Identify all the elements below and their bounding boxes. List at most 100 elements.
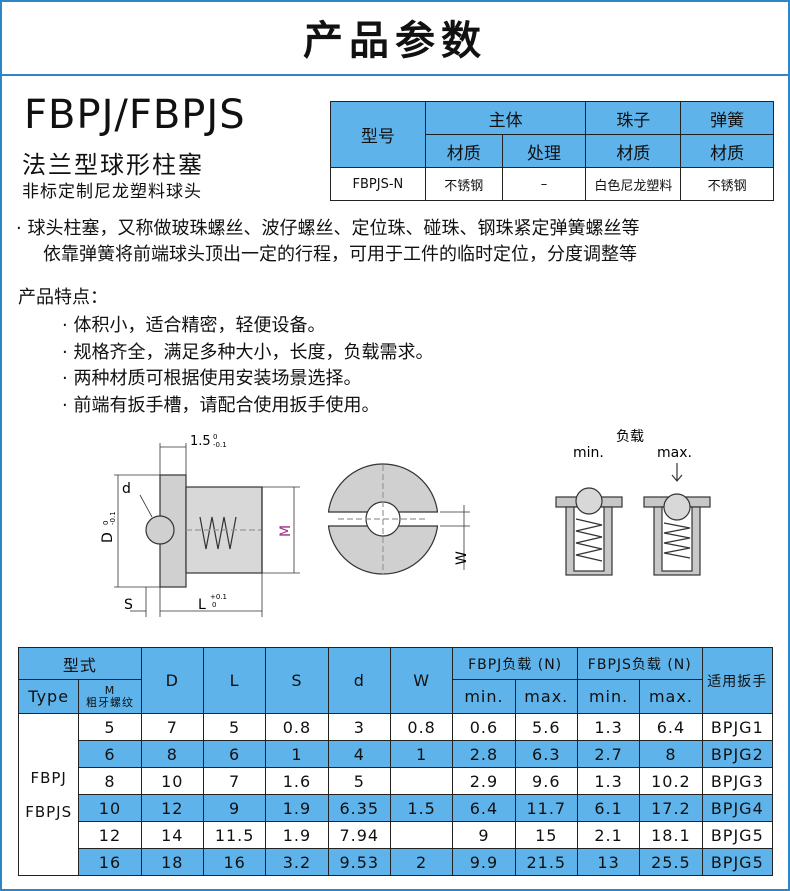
- cell-fbpj-min: 2.8: [452, 740, 516, 768]
- cell-M: 12: [78, 821, 142, 849]
- tol-s-top-upper: 0: [213, 433, 217, 441]
- spec-type-cell: FBPJ FBPJS: [17, 713, 80, 876]
- cell-W: 1.5: [389, 794, 454, 822]
- spec-type-1: FBPJ: [30, 768, 67, 787]
- table-row: 6 8 6 1 4 1 2.8 6.3 2.7 8 BPJG2: [19, 740, 774, 768]
- materials-sub-ball-material: 材质: [585, 134, 682, 168]
- cell-fbpj-min: 9.9: [452, 848, 516, 876]
- spec-header-wrench: 适用扳手: [701, 647, 774, 714]
- cell-L: 9: [202, 794, 267, 822]
- cell-fbpjs-max: 17.2: [639, 794, 703, 822]
- cell-S: 1.6: [265, 767, 329, 795]
- cell-S: 3.2: [265, 848, 329, 876]
- materials-cell-spring: 不锈钢: [680, 167, 774, 201]
- spec-table: 型式 D L S d W FBPJ负载 (N) FBPJS负载 (N) 适用扳手…: [17, 647, 774, 876]
- cell-W: [389, 821, 454, 849]
- description: · 球头柱塞，又称做玻珠螺丝、波仔螺丝、定位珠、碰珠、钢珠紧定弹簧螺丝等 依靠弹…: [16, 216, 786, 268]
- spec-header-d: d: [327, 647, 391, 714]
- load-max-view: [643, 493, 711, 576]
- tol-s-top-lower: -0.1: [213, 441, 227, 449]
- description-line-1: · 球头柱塞，又称做玻珠螺丝、波仔螺丝、定位珠、碰珠、钢珠紧定弹簧螺丝等: [16, 218, 640, 239]
- materials-header-main: 主体: [424, 101, 587, 135]
- cell-wrench: BPJG5: [701, 848, 774, 876]
- cell-d: 7.94: [327, 821, 391, 849]
- cell-W: 1: [389, 740, 454, 768]
- feature-item: · 前端有扳手槽，请配合使用扳手使用。: [62, 394, 380, 416]
- cell-d: 9.53: [327, 848, 391, 876]
- load-label: 负载: [616, 429, 644, 445]
- materials-sub-treatment: 处理: [501, 134, 587, 168]
- cell-D: 18: [140, 848, 204, 876]
- min-label: min.: [573, 445, 604, 461]
- cell-fbpjs-min: 2.7: [576, 740, 641, 768]
- spec-header-W: W: [389, 647, 454, 714]
- spec-header-D: D: [140, 647, 204, 714]
- feature-item: · 两种材质可根据使用安装场景选择。: [62, 368, 362, 389]
- cell-fbpjs-min: 1.3: [576, 767, 641, 795]
- spec-header-type-cn: 型式: [18, 647, 142, 680]
- cell-M: 10: [78, 794, 142, 822]
- cell-D: 8: [140, 740, 204, 768]
- cell-fbpj-max: 15: [514, 821, 578, 849]
- spec-header-min1: min.: [452, 679, 516, 714]
- cell-M: 16: [78, 848, 142, 876]
- cell-wrench: BPJG3: [701, 767, 774, 795]
- cell-D: 7: [140, 713, 204, 741]
- dim-s-top: 1.5: [190, 434, 211, 449]
- spec-header-type-en: Type: [17, 679, 80, 714]
- spec-header-m-top: M: [104, 683, 116, 697]
- description-line-2: 依靠弹簧将前端球头顶出一定的行程，可用于工件的临时定位，分度调整等: [43, 244, 637, 265]
- cell-L: 5: [202, 713, 267, 741]
- feature-item: · 规格齐全，满足多种大小，长度，负载需求。: [62, 341, 434, 363]
- spec-header-L: L: [202, 647, 267, 714]
- cell-fbpj-min: 9: [452, 821, 516, 849]
- label-M: M: [278, 525, 294, 537]
- cell-M: 8: [78, 767, 142, 795]
- materials-header-model: 型号: [330, 101, 426, 168]
- cell-d: 3: [327, 713, 391, 741]
- table-row: 8 10 7 1.6 5 2.9 9.6 1.3 10.2 BPJG3: [19, 767, 774, 795]
- materials-sub-spring-material: 材质: [680, 134, 774, 168]
- side-view-dimensions: [114, 443, 300, 617]
- spec-type-2: FBPJS: [25, 802, 73, 821]
- tol-D-upper: 0: [102, 521, 110, 525]
- materials-cell-ball: 白色尼龙塑料: [585, 167, 682, 201]
- table-row: FBPJ FBPJS 5 7 5 0.8 3 0.8 0.6 5.6 1.3 6…: [17, 713, 774, 876]
- cell-wrench: BPJG2: [701, 740, 774, 768]
- cell-W: 0.8: [389, 713, 454, 741]
- cell-fbpj-min: 0.6: [452, 713, 516, 741]
- side-view: [145, 474, 263, 588]
- product-model: FBPJ/FBPJS: [24, 92, 246, 138]
- materials-header-ball: 珠子: [585, 101, 682, 135]
- spec-header-m-bottom: 粗牙螺纹: [85, 695, 134, 709]
- feature-item: · 体积小，适合精密，轻便设备。: [62, 315, 326, 336]
- label-d: d: [122, 481, 131, 497]
- cell-d: 4: [327, 740, 391, 768]
- cell-fbpj-min: 6.4: [452, 794, 516, 822]
- label-D: D: [100, 532, 116, 543]
- cell-D: 12: [140, 794, 204, 822]
- cell-W: 2: [389, 848, 454, 876]
- cell-fbpjs-max: 6.4: [639, 713, 703, 741]
- label-W: W: [454, 551, 470, 565]
- cell-wrench: BPJG4: [701, 794, 774, 822]
- cell-fbpjs-max: 10.2: [639, 767, 703, 795]
- materials-cell-main: 不锈钢: [424, 167, 503, 201]
- spec-header-m: M 粗牙螺纹: [78, 679, 142, 714]
- cell-wrench: BPJG5: [701, 821, 774, 849]
- spec-header-S: S: [265, 647, 329, 714]
- cell-M: 5: [78, 713, 142, 741]
- spec-header-fbpj-load: FBPJ负载 (N): [452, 647, 578, 680]
- cell-fbpj-max: 6.3: [514, 740, 578, 768]
- table-row: 10 12 9 1.9 6.35 1.5 6.4 11.7 6.1 17.2 B…: [19, 794, 774, 822]
- cell-fbpjs-max: 25.5: [639, 848, 703, 876]
- spec-header-max1: max.: [514, 679, 578, 714]
- page-header: 产品参数: [0, 0, 790, 76]
- tol-L-lower: 0: [212, 601, 216, 609]
- cell-L: 16: [202, 848, 267, 876]
- cell-W: [389, 767, 454, 795]
- cell-L: 7: [202, 767, 267, 795]
- max-label: max.: [657, 445, 692, 461]
- cell-d: 5: [327, 767, 391, 795]
